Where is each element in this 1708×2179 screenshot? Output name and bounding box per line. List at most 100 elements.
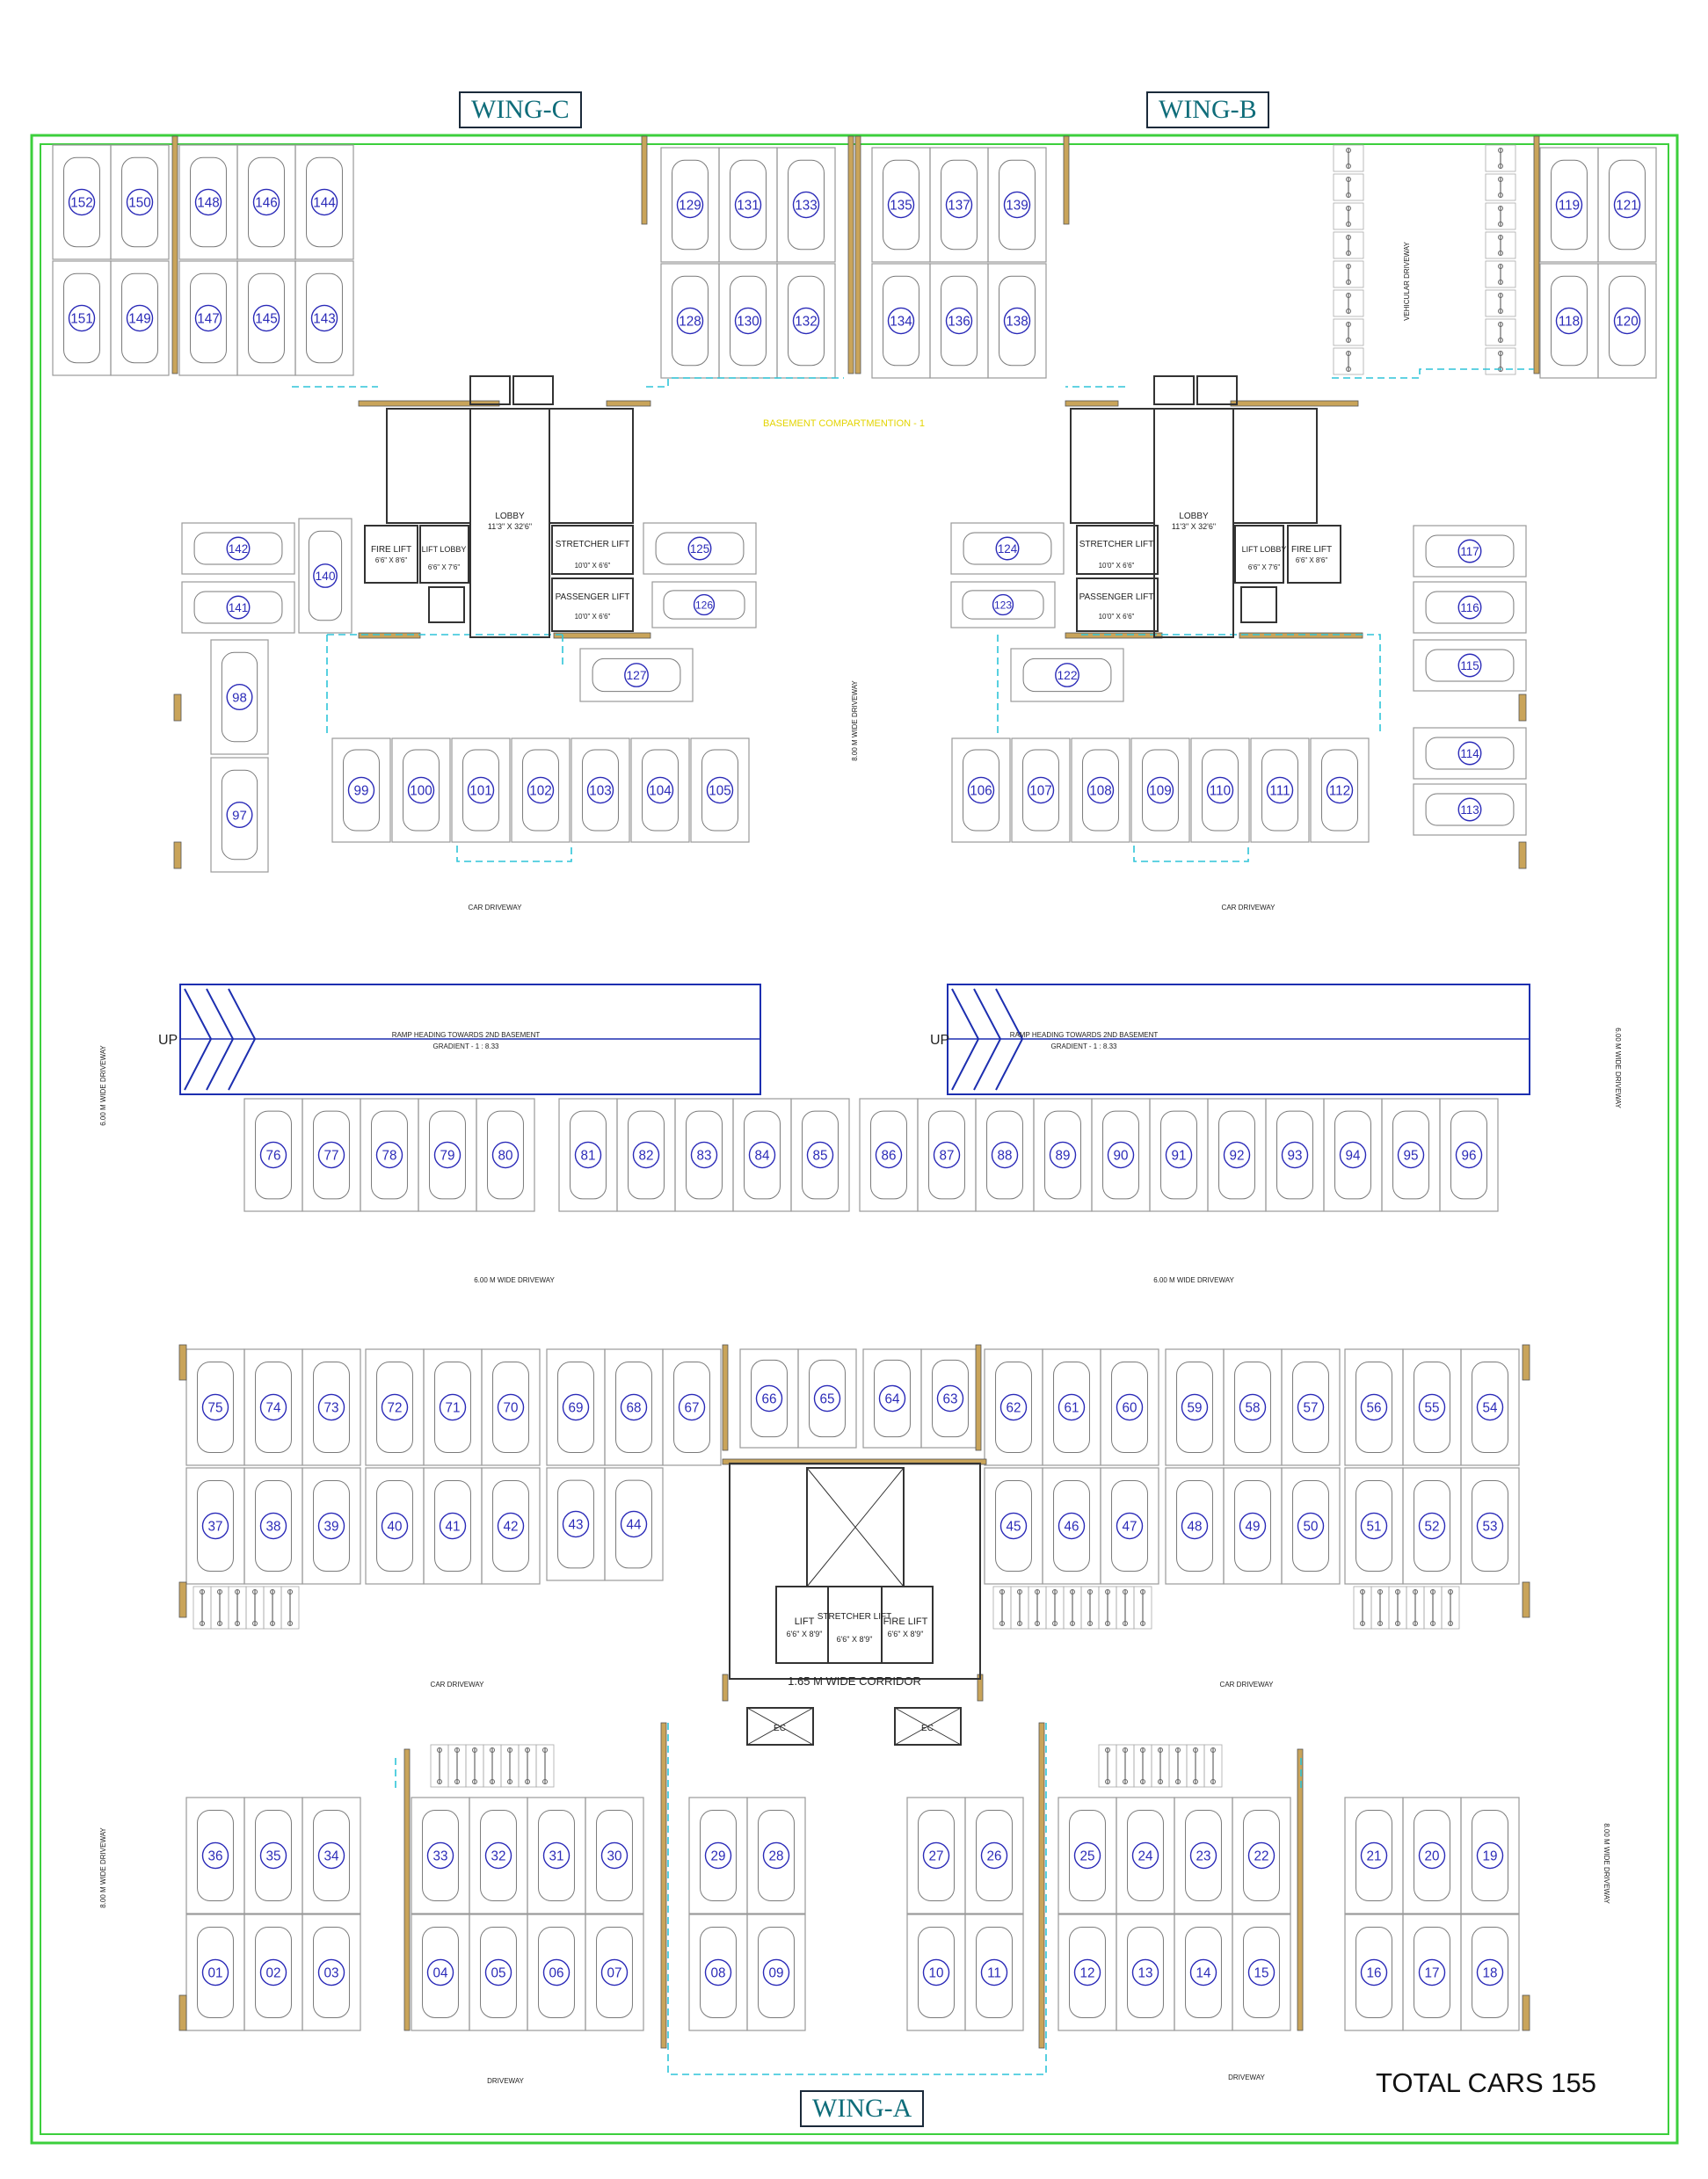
slot-number-circle [497, 1512, 525, 1540]
parking-slot: 68 [604, 1348, 664, 1466]
slot-number-circle [1189, 1841, 1217, 1870]
slot-number-circle [1457, 653, 1482, 678]
slot-number: 48 [1188, 1520, 1203, 1535]
parking-slot: 30 [585, 1797, 644, 1914]
slot-number: 72 [388, 1401, 403, 1416]
slot-number-circle [562, 1393, 590, 1421]
slot-number: 151 [70, 312, 92, 327]
slot-number: 130 [737, 315, 759, 330]
wing-c-label: WING-C [459, 91, 582, 128]
parking-slot: 62 [984, 1348, 1043, 1466]
parking-slot: 83 [674, 1098, 734, 1212]
slot-number: 84 [755, 1149, 770, 1164]
basement-compartment-label: BASEMENT COMPARTMENTION - 1 [763, 418, 925, 429]
parking-slot: 87 [917, 1098, 977, 1212]
slot-number: 30 [607, 1849, 622, 1864]
slot-number-circle [922, 1958, 950, 1987]
slot-number: 120 [1616, 315, 1638, 330]
slot-number: 50 [1304, 1520, 1319, 1535]
slot-number-circle [1613, 191, 1641, 219]
slot-number-circle [980, 1958, 1008, 1987]
parking-slot: 151 [52, 260, 112, 376]
slot-number: 04 [433, 1966, 448, 1981]
two-wheeler-slot [1333, 260, 1364, 288]
wall-segment [403, 1748, 411, 2031]
slot-number: 12 [1080, 1966, 1095, 1981]
two-wheeler-slot [263, 1586, 282, 1630]
two-wheeler-slot [1485, 260, 1516, 288]
stretcher-lift-size-b: 10'0" X 6'6" [1099, 562, 1135, 570]
slot-number: 34 [324, 1849, 339, 1864]
slot-number: 107 [1029, 784, 1051, 799]
slot-number-circle [1457, 741, 1482, 766]
parking-slot: 25 [1058, 1797, 1117, 1914]
parking-slot: 18 [1460, 1914, 1520, 2031]
slot-number: 111 [1269, 784, 1290, 799]
two-wheeler-slot [518, 1744, 537, 1788]
slot-number: 62 [1007, 1401, 1021, 1416]
parking-slot: 117 [1413, 525, 1527, 577]
parking-slot: 127 [579, 648, 694, 702]
slot-number: 55 [1425, 1401, 1440, 1416]
two-wheeler-slot [1186, 1744, 1205, 1788]
slot-number-circle [347, 776, 375, 804]
parking-slot: 91 [1149, 1098, 1209, 1212]
parking-slot: 109 [1130, 737, 1190, 843]
parking-slot: 06 [527, 1914, 586, 2031]
two-wheeler-slot [1203, 1744, 1223, 1788]
slot-number: 93 [1288, 1149, 1303, 1164]
slot-number-circle [693, 593, 716, 616]
slot-number-circle [1339, 1141, 1367, 1169]
slot-number-circle [792, 191, 820, 219]
two-wheeler-slot [245, 1586, 265, 1630]
slot-number-circle [317, 1512, 345, 1540]
slot-number: 138 [1006, 315, 1028, 330]
slot-number: 08 [711, 1966, 726, 1981]
slot-number: 125 [690, 542, 709, 556]
wing-b-label: WING-B [1146, 91, 1269, 128]
slot-number: 13 [1138, 1966, 1153, 1981]
parking-slot: 120 [1597, 263, 1657, 379]
two-wheeler-slot [280, 1586, 300, 1630]
wall-segment [1522, 1344, 1530, 1381]
parking-slot: 10 [906, 1914, 966, 2031]
slot-number: 06 [549, 1966, 564, 1981]
wall-segment [178, 1344, 187, 1381]
slot-number: 115 [1460, 659, 1479, 672]
slot-number: 28 [769, 1849, 784, 1864]
gradient-label-right: GRADIENT - 1 : 8.33 [1051, 1042, 1118, 1050]
driveway-6m-label-east: 6.00 M WIDE DRIVEWAY [1614, 1028, 1622, 1108]
parking-slot: 101 [451, 737, 511, 843]
parking-slot: 98 [210, 639, 269, 755]
slot-number: 140 [315, 569, 335, 583]
parking-slot: 36 [185, 1797, 245, 1914]
parking-slot: 20 [1402, 1797, 1462, 1914]
lift-size-a: 6'6" X 8'9" [787, 1630, 823, 1638]
two-wheeler-slot [1333, 202, 1364, 230]
parking-slot: 45 [984, 1467, 1043, 1585]
wall-segment [173, 841, 182, 869]
parking-slot: 27 [906, 1797, 966, 1914]
slot-number-circle [313, 563, 338, 588]
slot-number: 94 [1346, 1149, 1361, 1164]
parking-slot: 124 [950, 522, 1065, 575]
parking-slot: 60 [1100, 1348, 1159, 1466]
passenger-lift-label-b: PASSENGER LIFT [1079, 592, 1154, 602]
parking-slot: 142 [181, 522, 295, 575]
slot-number: 27 [929, 1849, 944, 1864]
stretcher-lift-label-b: STRETCHER LIFT [1079, 540, 1153, 549]
ramp-left [179, 984, 761, 1095]
two-wheeler-slot [1168, 1744, 1188, 1788]
slot-number-circle [310, 188, 338, 216]
two-wheeler-slot [1333, 144, 1364, 172]
parking-slot: 75 [185, 1348, 245, 1466]
parking-slot: 67 [662, 1348, 722, 1466]
parking-slot: 14 [1174, 1914, 1233, 2031]
slot-number-circle [1457, 595, 1482, 620]
slot-number-circle [1247, 1958, 1276, 1987]
slot-number: 22 [1254, 1849, 1269, 1864]
slot-number: 113 [1460, 803, 1479, 817]
slot-number-circle [407, 776, 435, 804]
parking-slot: 106 [951, 737, 1011, 843]
two-wheeler-slot [1423, 1586, 1443, 1630]
